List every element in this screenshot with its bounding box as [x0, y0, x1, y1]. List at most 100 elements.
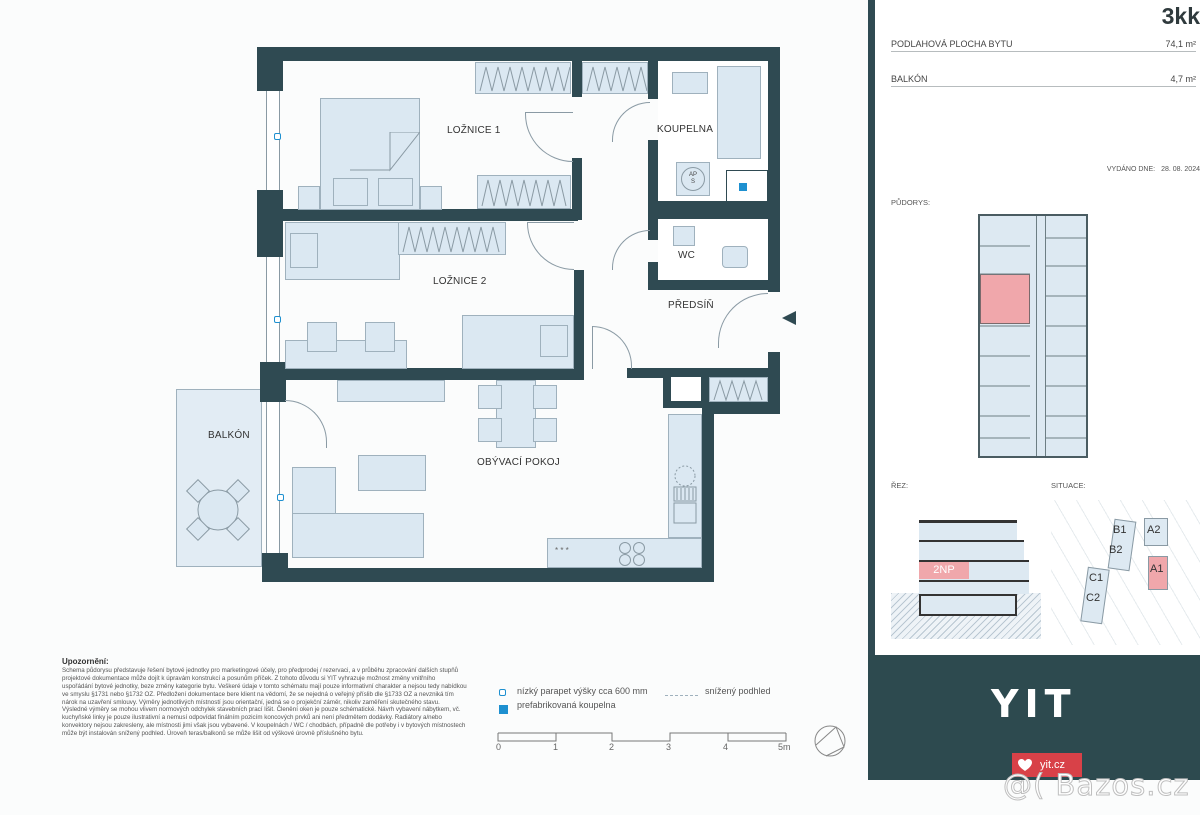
- wall-wc-bottom: [648, 280, 778, 290]
- dining-table: [496, 380, 536, 448]
- legend: nízký parapet výšky cca 600 mm snížený p…: [497, 686, 817, 714]
- north-arrow-icon: [814, 725, 846, 757]
- toilet: [722, 246, 748, 268]
- room-label-loznice1: LOŽNICE 1: [447, 125, 501, 136]
- heart-icon: [1018, 758, 1032, 771]
- floor-2-highlight: 2NP: [919, 562, 969, 579]
- bathtub: [717, 66, 761, 159]
- wall-left-3: [260, 362, 286, 402]
- door-wc[interactable]: [612, 230, 650, 270]
- hob-icon: [619, 542, 645, 566]
- entrance-arrow-icon: [782, 311, 796, 325]
- parapet-icon: [274, 316, 281, 323]
- unit-dividers: [980, 237, 1086, 439]
- floor-plan: BALKÓN LOŽNICE 1 LOŽNICE 2: [176, 47, 796, 582]
- room-label-balkon: BALKÓN: [208, 430, 250, 441]
- bed-blanket-icon: [350, 132, 420, 172]
- wall-l1-l2: [283, 209, 578, 221]
- disclaimer: Upozornění: Schema půdorysu představuje …: [62, 658, 467, 738]
- wall-bath-left-b: [648, 140, 658, 240]
- watermark: @( Bazos.cz: [1003, 768, 1190, 803]
- basement: [919, 594, 1017, 616]
- dining-chair: [478, 418, 502, 442]
- floor-area-label: PODLAHOVÁ PLOCHA BYTU: [891, 39, 1013, 49]
- floor-1: [919, 580, 1029, 594]
- label-c1: C1: [1089, 572, 1104, 584]
- room-label-wc: WC: [678, 250, 696, 261]
- wall-right-step: [702, 402, 780, 414]
- label-c2: C2: [1086, 592, 1101, 604]
- yit-website-link[interactable]: yit.cz: [1012, 753, 1082, 777]
- washbasin: [672, 72, 708, 94]
- room-label-koupelna: KOUPELNA: [657, 124, 714, 135]
- prefab-marker: [726, 170, 768, 202]
- scale-tick: 4: [723, 742, 729, 752]
- parapet-icon: [277, 494, 284, 501]
- rez-label: ŘEZ:: [891, 481, 909, 490]
- wall-left-4: [262, 553, 288, 582]
- room-label-loznice2: LOŽNICE 2: [433, 276, 487, 287]
- washing-machine: AP S: [676, 162, 710, 196]
- apartment-type: 3kk: [1161, 3, 1200, 29]
- bed-single: [285, 222, 400, 280]
- door-loznice1[interactable]: [525, 112, 573, 162]
- nightstand: [540, 325, 568, 357]
- window-obyvaci: [266, 402, 280, 553]
- wall-right-low: [702, 402, 714, 582]
- sofa: [292, 513, 424, 558]
- balcony-area: [176, 389, 262, 567]
- scale-tick: 5m: [778, 742, 791, 752]
- wc-sink: [673, 226, 695, 246]
- scale-bar: [497, 732, 787, 742]
- sink-icon: [673, 465, 697, 524]
- door-entrance[interactable]: [718, 293, 768, 348]
- door-obyvaci[interactable]: [592, 326, 632, 369]
- coffee-table: [358, 455, 426, 491]
- wardrobe-hall-2: [709, 377, 768, 402]
- scale-tick: 1: [553, 742, 559, 752]
- dining-chair: [533, 418, 557, 442]
- podhled-line-icon: [665, 695, 698, 696]
- section-drawing: 2NP: [891, 515, 1043, 640]
- wall-right-mid: [768, 352, 780, 410]
- label-a2: A2: [1147, 524, 1161, 536]
- pillow: [378, 178, 413, 206]
- nightstand: [298, 186, 320, 210]
- pudorys-label: PŮDORYS:: [891, 198, 931, 207]
- room-label-obyvaci: OBÝVACÍ POKOJ: [477, 457, 560, 468]
- balcony-table-icon: [185, 478, 251, 542]
- brand-footer: YIT yit.cz: [868, 655, 1200, 780]
- window-loznice2: [266, 257, 280, 362]
- ap-s-icon: AP S: [681, 167, 705, 191]
- disclaimer-body: Schema půdorysu představuje řešení bytov…: [62, 666, 467, 738]
- wall-l2-obyvaci: [283, 368, 583, 380]
- door-koupelna[interactable]: [612, 102, 650, 142]
- wall-l1-hall-a: [572, 47, 582, 97]
- door-loznice2[interactable]: [527, 222, 574, 270]
- chair: [365, 322, 395, 352]
- corridor: [1036, 216, 1046, 456]
- wardrobe-hall: [582, 62, 648, 94]
- door-balcony[interactable]: [285, 400, 327, 448]
- site-plan: B1 A2 B2 A1 C1 C2: [1051, 500, 1200, 645]
- floor-area-value: 74,1 m²: [1165, 39, 1196, 49]
- floor-3: [919, 540, 1024, 560]
- wall-left-2: [257, 190, 283, 257]
- wall-top: [257, 47, 779, 61]
- scale-tick: 3: [666, 742, 672, 752]
- room-label-predsin: PŘEDSÍŇ: [668, 300, 714, 311]
- label-a1: A1: [1150, 563, 1164, 575]
- chair: [307, 322, 337, 352]
- label-b2: B2: [1109, 544, 1123, 556]
- building-a1: [1148, 556, 1168, 590]
- parapet-icon: [499, 689, 506, 696]
- dining-chair: [533, 385, 557, 409]
- wall-bottom: [262, 568, 714, 582]
- yit-logo: YIT: [991, 682, 1077, 726]
- wall-l1-hall-b: [572, 158, 582, 220]
- legend-prefab: prefabrikovaná koupelna: [497, 700, 817, 714]
- wall-right-top: [768, 47, 780, 292]
- prefab-icon: [499, 705, 508, 714]
- dining-chair: [478, 385, 502, 409]
- wall-l2-hall: [574, 270, 584, 380]
